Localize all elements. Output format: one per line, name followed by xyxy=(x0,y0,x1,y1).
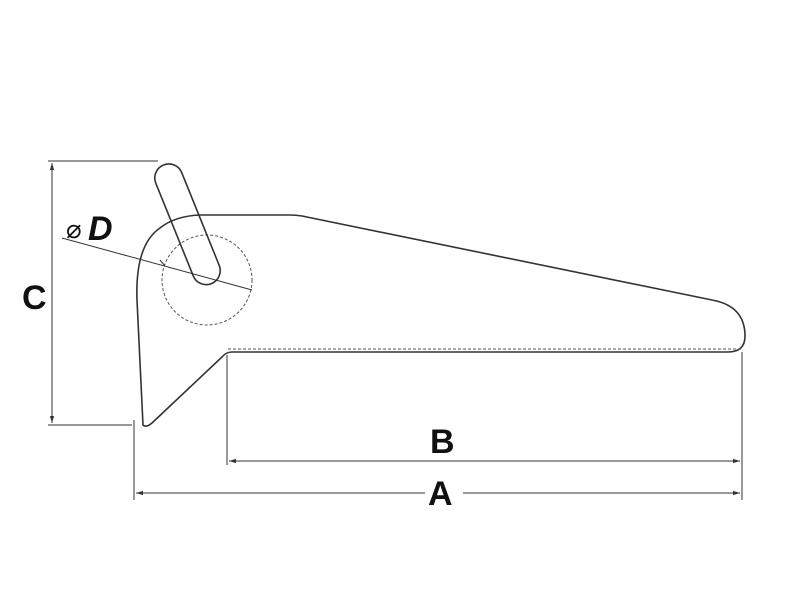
label-d: D xyxy=(88,210,113,248)
bracket-body-outline xyxy=(136,214,746,427)
pin-slot xyxy=(153,163,222,286)
label-a: A xyxy=(428,475,453,513)
roller-circle xyxy=(161,234,253,326)
diameter-symbol: ⌀ xyxy=(66,215,82,245)
diameter-tick xyxy=(159,259,166,267)
diameter-leader-line xyxy=(61,237,253,291)
label-b: B xyxy=(430,423,455,461)
label-c: C xyxy=(22,279,47,317)
